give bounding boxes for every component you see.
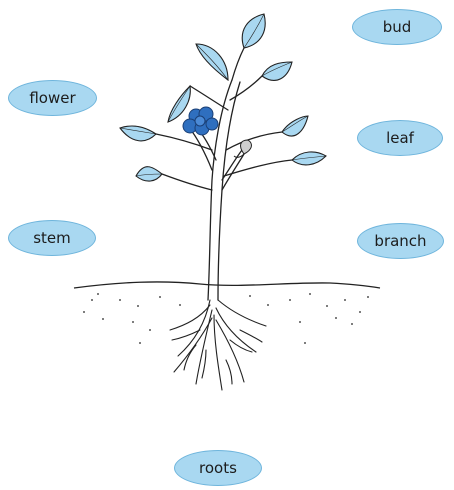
flower-drawing <box>183 107 218 135</box>
stem-drawing <box>156 48 292 300</box>
soil-line <box>74 282 380 288</box>
label-leaf: leaf <box>357 120 443 156</box>
roots-drawing <box>170 300 266 390</box>
label-stem: stem <box>8 220 96 256</box>
leaf-right-low <box>292 152 326 165</box>
leaf-right-mid <box>282 116 308 136</box>
leaves-drawing <box>120 14 326 181</box>
label-roots: roots <box>174 450 262 486</box>
bud-drawing <box>234 140 251 157</box>
leaf-top <box>242 14 265 48</box>
leaf-top-left <box>196 44 228 80</box>
label-flower: flower <box>8 80 97 116</box>
soil-specks <box>83 293 369 344</box>
label-branch: branch <box>357 223 444 259</box>
leaf-left-low <box>120 126 156 141</box>
leaf-left-mid <box>168 86 190 122</box>
label-bud: bud <box>352 9 442 45</box>
leaf-right-upper <box>262 62 292 80</box>
